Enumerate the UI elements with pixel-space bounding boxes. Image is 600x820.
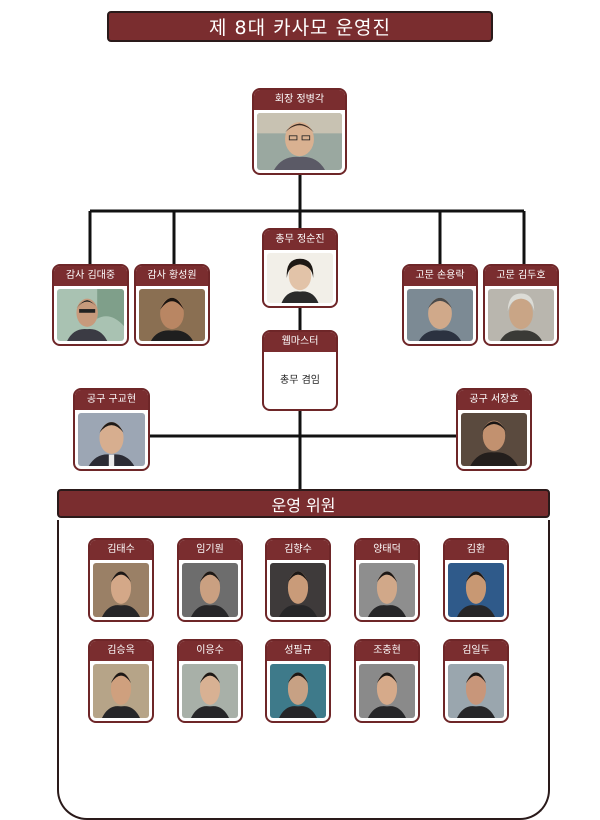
auditor-label-2: 감사 황성원 xyxy=(136,266,208,286)
group-buy-card-2: 공구 서장호 xyxy=(456,388,532,471)
committee-member-card: 김일두 xyxy=(443,639,509,723)
treasurer-label: 총무 정순진 xyxy=(264,230,336,250)
committee-member-photo xyxy=(270,664,326,718)
president-label: 회장 정병각 xyxy=(254,90,345,110)
treasurer-card: 총무 정순진 xyxy=(262,228,338,308)
page-title: 제 8대 카사모 운영진 xyxy=(107,11,493,42)
auditor-photo-2 xyxy=(139,289,205,341)
committee-member-card: 성필규 xyxy=(265,639,331,723)
committee-member-photo xyxy=(359,664,415,718)
auditor-photo-1 xyxy=(57,289,124,341)
advisor-card-1: 고문 손용락 xyxy=(402,264,478,346)
committee-member-photo xyxy=(270,563,326,617)
committee-member-photo xyxy=(448,563,504,617)
committee-member-photo xyxy=(93,664,149,718)
committee-member-label: 김승옥 xyxy=(90,641,152,661)
webmaster-body: 총무 겸임 xyxy=(280,375,320,386)
advisor-photo-2 xyxy=(488,289,554,341)
committee-member-photo xyxy=(448,664,504,718)
group-buy-label-2: 공구 서장호 xyxy=(458,390,530,410)
committee-member-card: 이응수 xyxy=(177,639,243,723)
committee-member-label: 양태덕 xyxy=(356,540,418,560)
committee-member-label: 이응수 xyxy=(179,641,241,661)
committee-member-label: 조충현 xyxy=(356,641,418,661)
committee-member-card: 양태덕 xyxy=(354,538,420,622)
president-photo xyxy=(257,113,342,170)
advisor-label-1: 고문 손용락 xyxy=(404,266,476,286)
committee-member-label: 김태수 xyxy=(90,540,152,560)
committee-member-card: 김태수 xyxy=(88,538,154,622)
committee-member-label: 성필규 xyxy=(267,641,329,661)
auditor-card-1: 감사 김대중 xyxy=(52,264,129,346)
committee-member-label: 김향수 xyxy=(267,540,329,560)
committee-member-card: 조충현 xyxy=(354,639,420,723)
advisor-card-2: 고문 김두호 xyxy=(483,264,559,346)
committee-member-card: 김환 xyxy=(443,538,509,622)
committee-title: 운영 위원 xyxy=(57,489,550,518)
auditor-card-2: 감사 황성원 xyxy=(134,264,210,346)
committee-member-card: 김승옥 xyxy=(88,639,154,723)
group-buy-card-1: 공구 구교현 xyxy=(73,388,150,471)
committee-member-label: 김환 xyxy=(445,540,507,560)
auditor-label-1: 감사 김대중 xyxy=(54,266,127,286)
webmaster-card: 웹마스터 총무 겸임 xyxy=(262,330,338,411)
committee-member-card: 임기원 xyxy=(177,538,243,622)
org-connector-lines xyxy=(88,175,526,489)
committee-member-photo xyxy=(93,563,149,617)
committee-member-photo xyxy=(359,563,415,617)
committee-member-photo xyxy=(182,563,238,617)
advisor-photo-1 xyxy=(407,289,473,341)
committee-member-label: 김일두 xyxy=(445,641,507,661)
group-buy-photo-1 xyxy=(78,413,145,466)
webmaster-label: 웹마스터 xyxy=(264,332,336,352)
committee-member-photo xyxy=(182,664,238,718)
group-buy-label-1: 공구 구교현 xyxy=(75,390,148,410)
advisor-label-2: 고문 김두호 xyxy=(485,266,557,286)
committee-member-label: 임기원 xyxy=(179,540,241,560)
group-buy-photo-2 xyxy=(461,413,527,466)
committee-member-card: 김향수 xyxy=(265,538,331,622)
president-card: 회장 정병각 xyxy=(252,88,347,175)
treasurer-photo xyxy=(267,253,333,303)
